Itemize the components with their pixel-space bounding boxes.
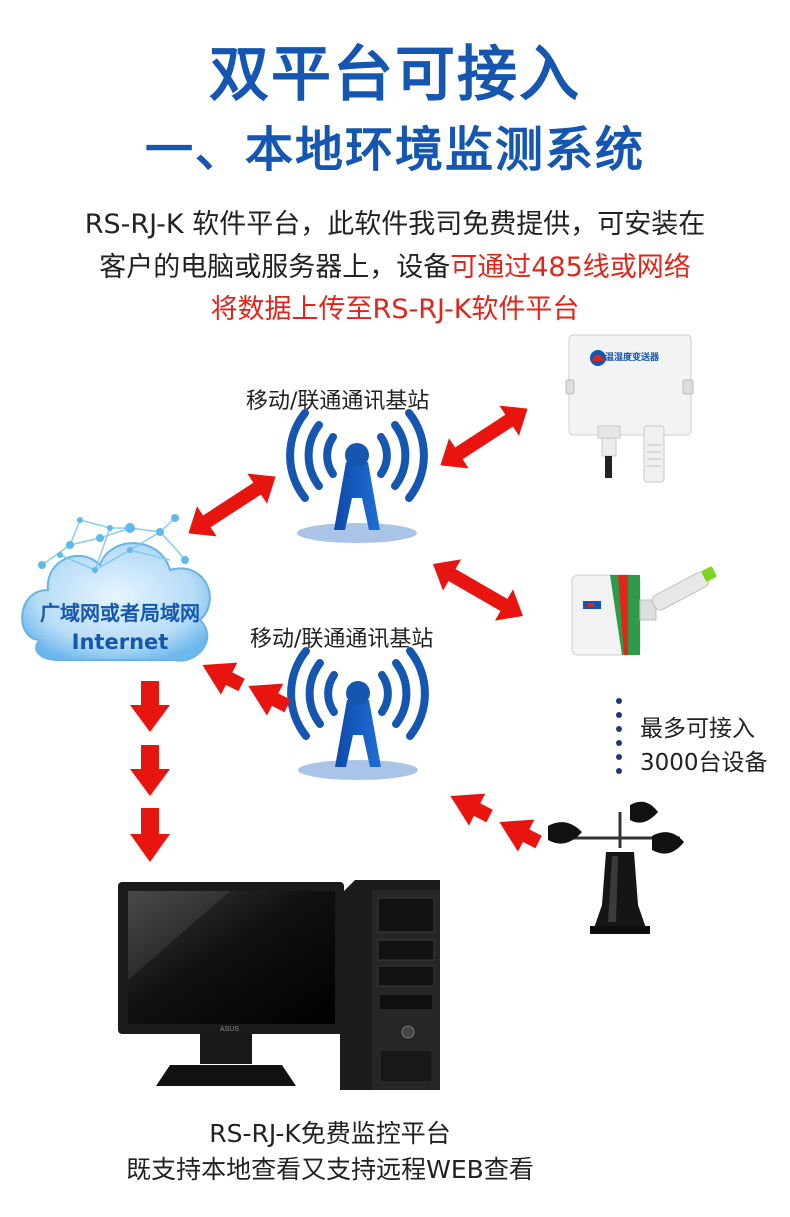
- footer-line-1: RS-RJ-K免费监控平台: [209, 1119, 451, 1148]
- page-title: 双平台可接入: [209, 40, 581, 110]
- tower-icon-top: [286, 409, 428, 543]
- arrow-cloud-top-tower: [188, 473, 276, 537]
- intro-line-3: 将数据上传至RS-RJ-K软件平台: [210, 294, 580, 325]
- transmitter-device-icon: [565, 334, 694, 483]
- more-devices-line-1: 最多可接入: [640, 716, 755, 742]
- arrow-bottom-tower-to-cloud: [202, 662, 291, 716]
- intro-line-1: RS-RJ-K 软件平台，此软件我司免费提供，可安装在: [84, 209, 706, 240]
- arrow-top-tower-transmitter: [440, 405, 528, 469]
- duct-sensor-device-icon: [571, 566, 717, 656]
- intro-line-2-text: 客户的电脑或服务器上，设备: [99, 252, 451, 283]
- intro-line-2-highlight: 可通过485线或网络: [450, 252, 691, 283]
- intro-line-2: 客户的电脑或服务器上，设备可通过485线或网络: [0, 245, 790, 284]
- arrow-anemometer-to-bottom-tower: [450, 793, 542, 852]
- cloud-label-line-1: 广域网或者局域网: [40, 601, 200, 625]
- transmitter-label: 温湿度变送器: [605, 353, 660, 363]
- arrow-cloud-to-computer: [130, 681, 170, 862]
- anemometer-device-icon: [548, 801, 684, 934]
- station-label-bottom: 移动/联通通讯基站: [250, 627, 434, 652]
- page-subtitle: 一、本地环境监测系统: [144, 122, 645, 178]
- tower-icon-bottom: [287, 647, 429, 780]
- cloud-icon: [21, 514, 211, 662]
- cloud-label-line-2: Internet: [71, 630, 169, 654]
- footer-line-2: 既支持本地查看又支持远程WEB查看: [126, 1155, 534, 1184]
- computer-icon: ASUS: [118, 880, 440, 1090]
- monitor-brand-label: ASUS: [220, 1026, 239, 1033]
- more-devices-note: 最多可接入 3000台设备: [640, 712, 768, 780]
- more-devices-line-2: 3000台设备: [640, 750, 768, 776]
- station-label-top: 移动/联通通讯基站: [246, 389, 430, 414]
- arrow-top-tower-duct-sensor: [432, 559, 524, 621]
- more-devices-dots: [616, 698, 622, 774]
